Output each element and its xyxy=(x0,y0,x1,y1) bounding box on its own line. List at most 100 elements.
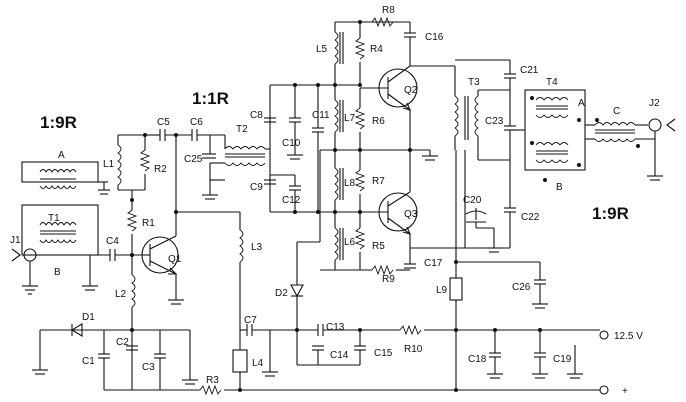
capacitor-c15: C15 xyxy=(318,330,393,366)
svg-text:C10: C10 xyxy=(282,138,301,149)
capacitor-c26: C26 xyxy=(512,262,548,309)
inductor-l5: L5 xyxy=(316,31,344,65)
inductor-l9: L9 xyxy=(436,277,463,301)
svg-text:R10: R10 xyxy=(404,344,423,355)
inductor-l2: L2 xyxy=(115,274,136,308)
diode-d2: D2 xyxy=(275,242,304,330)
transformer-t4: T4 A B xyxy=(524,77,586,193)
svg-text:C13: C13 xyxy=(326,322,345,333)
j2-label: J2 xyxy=(649,98,660,109)
svg-text:L7: L7 xyxy=(344,113,356,124)
inductor-l3: L3 xyxy=(176,211,263,350)
winding-b-input-label: B xyxy=(54,267,61,278)
svg-text:C12: C12 xyxy=(282,195,301,206)
svg-text:L8: L8 xyxy=(344,178,356,189)
capacitor-c22: C22 xyxy=(465,175,540,249)
transformer-t3: T3 xyxy=(454,77,480,140)
connector-j2: J2 xyxy=(647,98,676,181)
svg-text:R7: R7 xyxy=(372,176,385,187)
svg-text:C19: C19 xyxy=(553,354,572,365)
ratio-mid-label: 1:1R xyxy=(192,89,229,108)
svg-text:C: C xyxy=(613,106,620,117)
inductor-l4: L4 xyxy=(232,349,264,373)
capacitor-c4: C4 xyxy=(106,236,119,261)
transistor-q2: Q2 xyxy=(360,65,418,111)
svg-text:C18: C18 xyxy=(468,354,487,365)
svg-text:L1: L1 xyxy=(103,159,115,170)
ratio-input-label: 1:9R xyxy=(40,113,77,132)
resistor-r7: R7 xyxy=(354,169,385,192)
inductor-l6: L6 xyxy=(334,227,356,261)
capacitor-c13: C13 xyxy=(317,322,345,336)
svg-text:C4: C4 xyxy=(106,236,119,247)
capacitor-c25: C25 xyxy=(184,153,216,165)
capacitor-c17: C17 xyxy=(396,248,443,271)
svg-text:L2: L2 xyxy=(115,289,127,300)
capacitor-c2: C2 xyxy=(116,337,138,351)
resistor-r5: R5 xyxy=(354,227,385,252)
svg-text:L3: L3 xyxy=(251,242,263,253)
svg-text:L5: L5 xyxy=(316,44,328,55)
svg-text:L4: L4 xyxy=(252,358,264,369)
svg-text:D1: D1 xyxy=(82,312,95,323)
capacitor-c6: C6 xyxy=(190,117,203,141)
svg-text:C6: C6 xyxy=(190,117,203,128)
capacitor-c23: C23 xyxy=(485,116,516,131)
svg-text:R2: R2 xyxy=(154,164,167,175)
supply-plus-label: + xyxy=(622,386,628,397)
svg-text:C23: C23 xyxy=(485,116,504,127)
resistor-r1: R1 xyxy=(126,209,155,232)
svg-text:C22: C22 xyxy=(521,212,540,223)
svg-text:R8: R8 xyxy=(382,5,395,16)
svg-text:C7: C7 xyxy=(244,315,257,326)
svg-text:R6: R6 xyxy=(372,116,385,127)
inductor-l1: L1 xyxy=(103,144,122,186)
transformer-t2: T2 xyxy=(224,124,266,166)
svg-text:C17: C17 xyxy=(424,258,443,269)
svg-text:D2: D2 xyxy=(275,288,288,299)
svg-text:R5: R5 xyxy=(372,241,385,252)
output-coil-c: C xyxy=(594,106,640,148)
svg-text:C16: C16 xyxy=(425,32,444,43)
svg-text:C8: C8 xyxy=(250,110,263,121)
svg-text:C1: C1 xyxy=(82,356,95,367)
transistor-q3: Q3 xyxy=(360,191,418,235)
capacitor-c9: C9 xyxy=(250,179,276,193)
svg-text:C21: C21 xyxy=(520,65,539,76)
capacitor-c21: C21 xyxy=(504,60,539,90)
svg-text:R9: R9 xyxy=(382,274,395,285)
capacitor-c14: C14 xyxy=(296,330,349,366)
input-transformer-t1: A T1 B xyxy=(21,150,110,291)
capacitor-c8: C8 xyxy=(250,110,276,123)
capacitor-c7: C7 xyxy=(240,315,257,336)
ratio-output-label: 1:9R xyxy=(592,204,629,223)
svg-text:C14: C14 xyxy=(330,350,349,361)
capacitor-c18: C18 xyxy=(468,330,503,379)
connector-j1: J1 xyxy=(10,235,38,295)
winding-a-input-label: A xyxy=(58,150,65,161)
svg-text:T3: T3 xyxy=(468,77,480,88)
t1-label: T1 xyxy=(48,213,60,224)
svg-text:T2: T2 xyxy=(236,124,248,135)
svg-text:C15: C15 xyxy=(374,348,393,359)
capacitor-c5: C5 xyxy=(157,117,170,141)
svg-text:C2: C2 xyxy=(116,337,129,348)
capacitor-c11: C11 xyxy=(312,85,330,212)
svg-text:R4: R4 xyxy=(370,44,383,55)
svg-text:B: B xyxy=(556,182,563,193)
capacitor-c20: C20 xyxy=(463,195,502,253)
j1-label: J1 xyxy=(10,235,21,246)
resistor-r9: R9 xyxy=(371,264,395,285)
svg-text:A: A xyxy=(578,98,585,109)
svg-text:L9: L9 xyxy=(436,285,448,296)
svg-text:Q3: Q3 xyxy=(404,209,418,220)
svg-text:L6: L6 xyxy=(344,237,356,248)
capacitor-c3: C3 xyxy=(142,330,166,390)
svg-text:R1: R1 xyxy=(142,218,155,229)
resistor-r8: R8 xyxy=(371,5,395,28)
supply-voltage-label: 12.5 V xyxy=(614,331,643,342)
inductor-l7: L7 xyxy=(334,99,356,133)
svg-text:T4: T4 xyxy=(546,77,558,88)
inductor-l8: L8 xyxy=(334,167,356,201)
